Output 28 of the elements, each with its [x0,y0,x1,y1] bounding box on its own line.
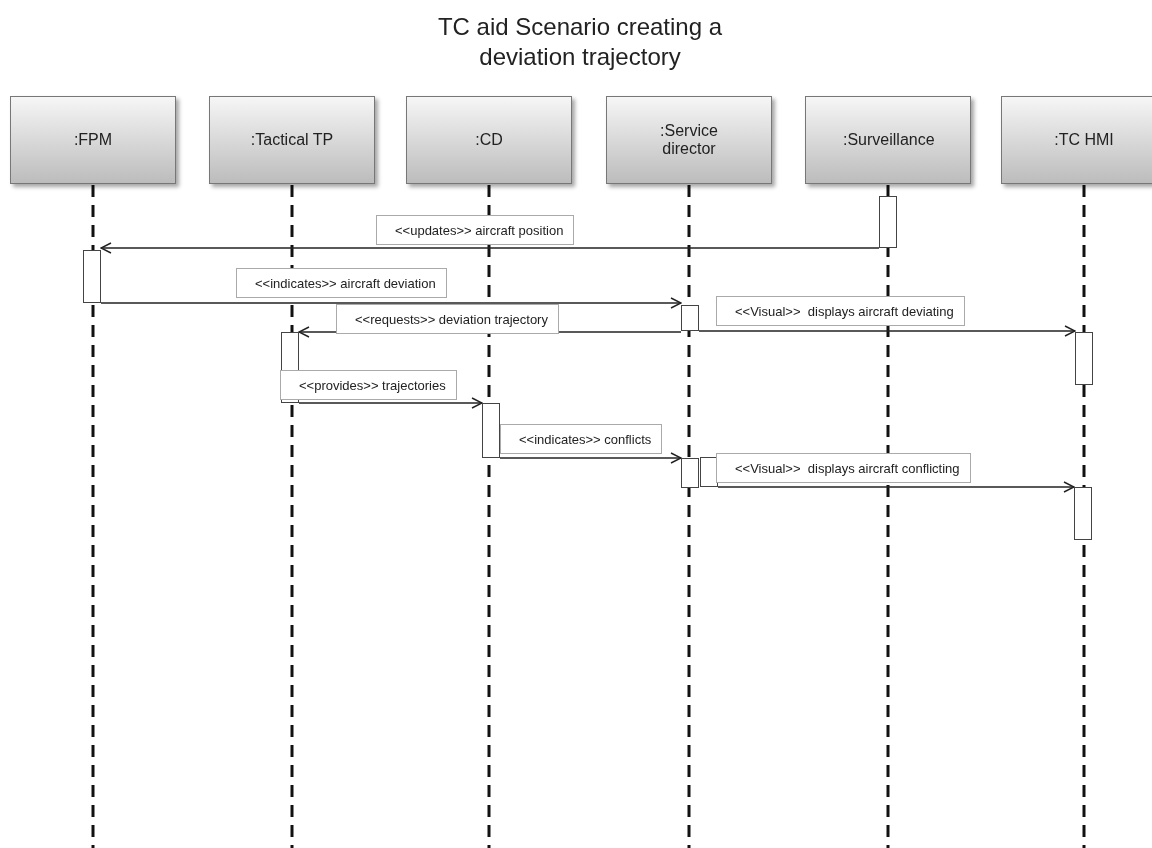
message-label: <<provides>> trajectories [280,370,457,400]
message-arrow [698,325,1076,337]
activation-bar [1075,332,1093,385]
diagram-title: TC aid Scenario creating a deviation trajectory [436,12,724,72]
message-label: <<requests>> deviation trajectory [336,304,559,334]
message-arrow [100,297,682,309]
lifeline-header: :CD [406,96,572,184]
activation-bar [681,305,699,331]
lifeline-header: :TC HMI [1001,96,1152,184]
activation-bar [879,196,897,248]
lifeline-header: :Surveillance [805,96,971,184]
activation-bar [482,403,500,458]
lifeline-header: :Tactical TP [209,96,375,184]
lifeline-header: :FPM [10,96,176,184]
message-arrow [499,452,682,464]
message-label: <<indicates>> conflicts [500,424,663,454]
activation-bar [681,458,699,488]
activation-bar [83,250,101,303]
message-arrow [717,481,1075,493]
message-arrow [298,397,483,409]
message-arrow [100,242,880,254]
message-label: <<updates>> aircraft position [376,215,575,245]
message-label: <<Visual>> displays aircraft conflicting [716,453,971,483]
message-label: <<indicates>> aircraft deviation [236,268,447,298]
activation-bar [1074,487,1092,540]
activation-bar [700,457,718,487]
message-label: <<Visual>> displays aircraft deviating [716,296,965,326]
lifeline-header: :Service director [606,96,772,184]
